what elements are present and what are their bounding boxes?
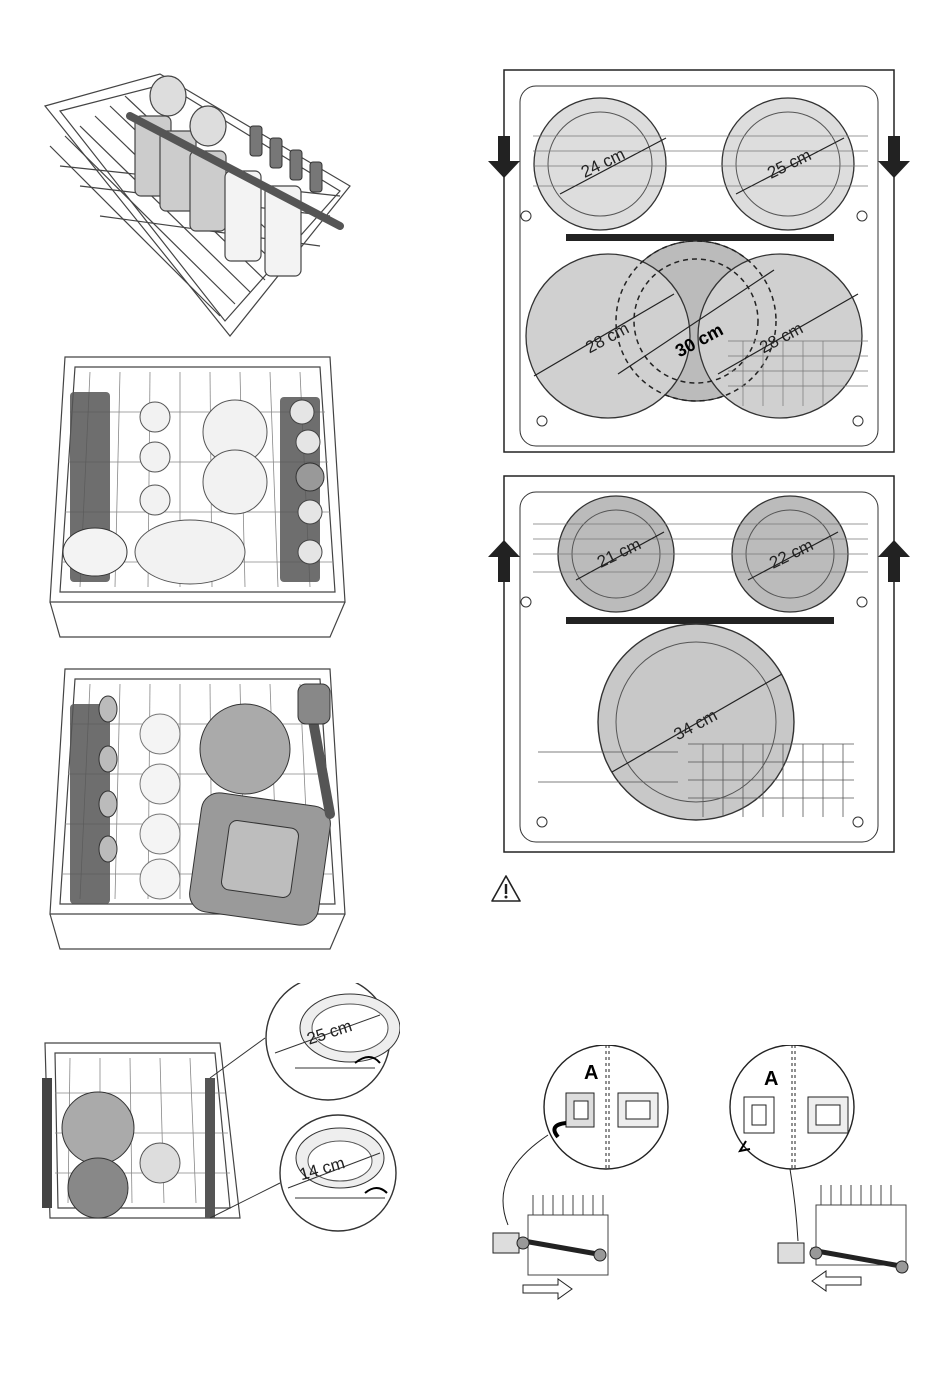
part-label-a-right: A (764, 1068, 778, 1090)
height-adjust-illustration-left: A (488, 1045, 678, 1305)
warning-triangle-icon (490, 874, 522, 904)
warning-text (530, 878, 910, 898)
plate-size-diagram-upper-position: 24 cm 25 cm 28 cm 30 cm 28 cm (478, 66, 918, 456)
cup-rack-illustration (40, 66, 360, 338)
lower-basket-folding-racks-illustration: 25 cm 14 cm (40, 983, 400, 1233)
plate-size-diagram-lower-position: 21 cm 22 cm 34 cm (478, 472, 918, 856)
height-adjust-illustration-right: A (716, 1045, 916, 1305)
upper-basket-illustration (40, 352, 348, 640)
detail-circle-top: 25 cm (266, 983, 400, 1100)
upper-basket-pans-illustration (40, 664, 348, 952)
detail-circle-bottom: 14 cm (280, 1115, 396, 1231)
part-label-a-left: A (584, 1062, 598, 1084)
